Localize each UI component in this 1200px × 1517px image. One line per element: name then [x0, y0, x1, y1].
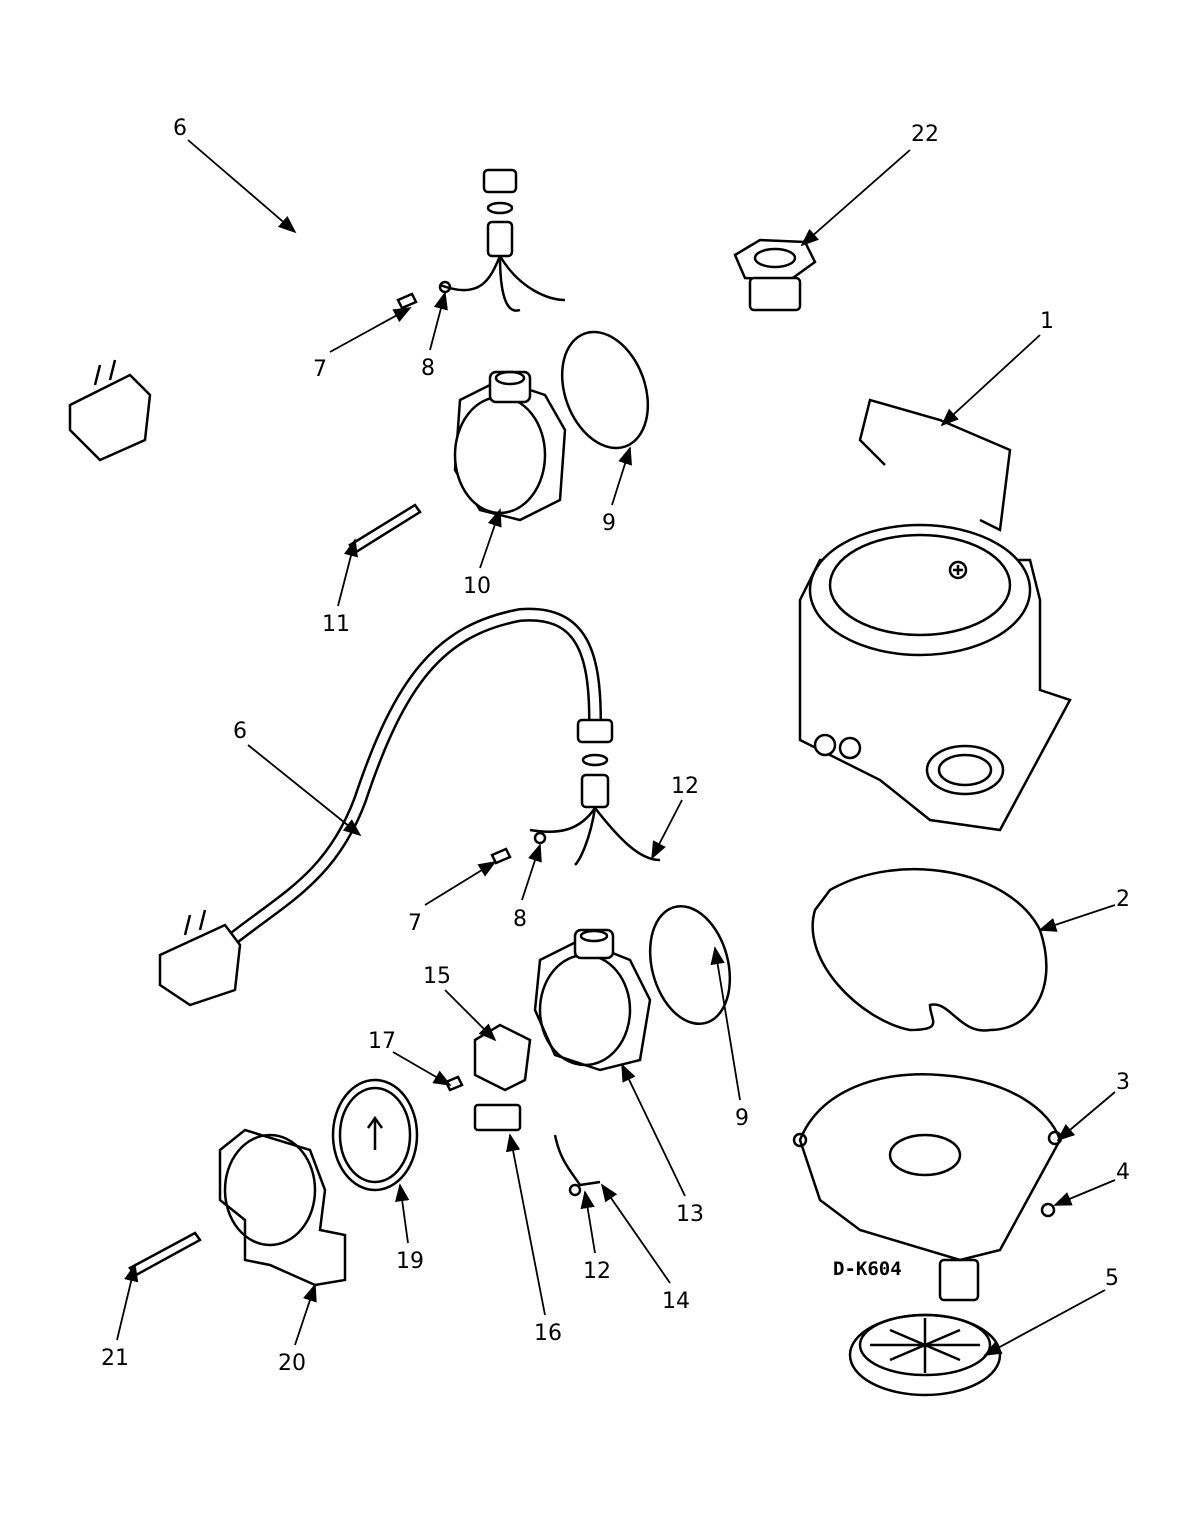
callout-10: 10	[463, 574, 491, 599]
leader-lines	[116, 139, 1116, 1356]
lead-wire-14	[553, 1134, 601, 1197]
screw-7-upper	[396, 292, 418, 310]
switch-bracket	[473, 1023, 532, 1092]
drawing-code: D-K604	[833, 1258, 902, 1280]
callout-8: 8	[421, 356, 435, 381]
callout-2: 2	[1116, 887, 1130, 912]
hex-bushing	[733, 238, 817, 312]
diaphragm	[331, 1078, 419, 1192]
gasket-9-lower	[648, 904, 732, 1026]
power-cord-lower	[158, 607, 661, 1007]
callout-12: 12	[671, 774, 699, 799]
switch-housing-cover	[453, 370, 567, 522]
handle	[858, 398, 1012, 532]
screw-21	[128, 1231, 202, 1277]
callout-9: 9	[602, 511, 616, 536]
callout-16: 16	[534, 1321, 562, 1346]
callout-8: 8	[513, 907, 527, 932]
ring-terminal-8-lower	[533, 831, 547, 845]
intake-screen	[848, 1313, 1002, 1397]
micro-switch	[473, 1103, 522, 1132]
callout-7: 7	[408, 911, 422, 936]
callout-labels: 6 22 7 8 1 9 10 11 6 12 7 8 2 15 17 9 3 …	[101, 116, 1130, 1376]
callout-22: 22	[911, 122, 939, 147]
callout-11: 11	[322, 612, 350, 637]
base-gasket	[811, 867, 1048, 1032]
callout-17: 17	[368, 1029, 396, 1054]
callout-1: 1	[1040, 309, 1054, 334]
callout-3: 3	[1116, 1070, 1130, 1095]
callout-6: 6	[233, 719, 247, 744]
callout-6: 6	[173, 116, 187, 141]
callout-19: 19	[396, 1249, 424, 1274]
callout-15: 15	[423, 964, 451, 989]
screw-17	[444, 1075, 464, 1092]
callout-13: 13	[676, 1202, 704, 1227]
callout-12: 12	[583, 1259, 611, 1284]
screw-11	[348, 503, 422, 554]
callout-4: 4	[1116, 1160, 1130, 1185]
callout-21: 21	[101, 1346, 129, 1371]
screw-7-lower	[490, 847, 512, 865]
callout-14: 14	[662, 1289, 690, 1314]
callout-7: 7	[313, 357, 327, 382]
switch-housing	[533, 928, 652, 1072]
diaphragm-cover	[218, 1128, 347, 1287]
power-cord-upper	[68, 56, 566, 462]
pump-motor-housing	[798, 523, 1072, 832]
callout-9: 9	[735, 1106, 749, 1131]
callout-20: 20	[278, 1351, 306, 1376]
screw-4	[1040, 1202, 1056, 1218]
callout-5: 5	[1105, 1266, 1119, 1291]
